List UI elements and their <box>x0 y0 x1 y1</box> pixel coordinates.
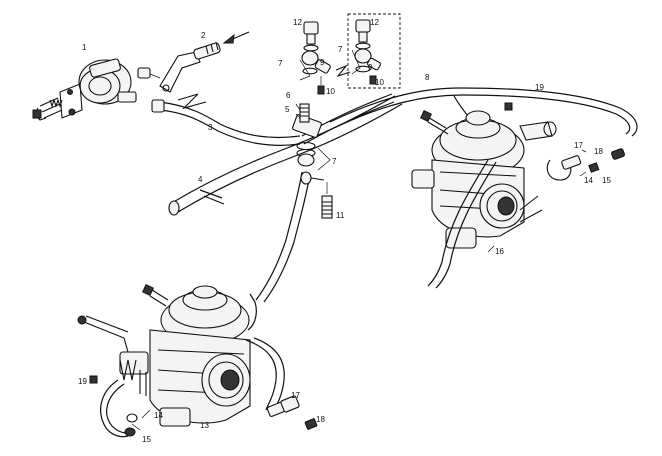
callout-17-front: 17 <box>291 391 300 400</box>
callout-15-front: 15 <box>142 435 151 444</box>
callout-6: 6 <box>286 91 291 100</box>
callout-12-alt: 12 <box>370 18 379 27</box>
callout-4: 4 <box>198 175 203 184</box>
callout-12-upper: 12 <box>293 18 302 27</box>
rear-carb-fittings <box>504 102 625 181</box>
flow-arrow <box>222 31 250 44</box>
break-symbol <box>335 64 351 78</box>
banjo-union-alternative <box>347 13 401 89</box>
front-carb-fittings <box>89 375 318 437</box>
callout-10-upper: 10 <box>326 87 335 96</box>
hose-8 <box>247 87 638 331</box>
callout-7-alt: 7 <box>338 45 343 54</box>
callout-10-alt: 10 <box>375 78 384 87</box>
rear-carburetor <box>411 110 557 289</box>
hose-to-front-carb <box>255 171 311 303</box>
callout-labels: 1 2 3 4 5 6 7 7 7 8 9 9 10 10 11 12 12 1… <box>78 18 611 444</box>
callout-7-lower: 7 <box>332 157 337 166</box>
callout-7-upper: 7 <box>278 59 283 68</box>
callout-18-rear: 18 <box>594 147 603 156</box>
callout-9-upper: 9 <box>320 58 325 67</box>
callout-1: 1 <box>82 43 87 52</box>
callout-16: 16 <box>495 247 504 256</box>
callout-18-front: 18 <box>316 415 325 424</box>
callout-15-rear: 15 <box>602 176 611 185</box>
bracket-fitting <box>149 41 221 93</box>
front-carburetor <box>77 284 285 438</box>
banjo-union-upper <box>299 21 331 95</box>
fuel-pump <box>32 58 151 121</box>
callout-3: 3 <box>208 123 213 132</box>
callout-5: 5 <box>285 105 290 114</box>
callout-13: 13 <box>200 421 209 430</box>
break-symbol <box>177 93 207 110</box>
callout-17-rear: 17 <box>574 141 583 150</box>
callout-8: 8 <box>425 73 430 82</box>
callout-14-rear: 14 <box>584 176 593 185</box>
callout-19-front: 19 <box>78 377 87 386</box>
callout-11: 11 <box>336 211 345 220</box>
callout-9-alt: 9 <box>368 63 373 72</box>
callout-14-front: 14 <box>154 411 163 420</box>
banjo-junction <box>292 103 333 219</box>
hose-3 <box>151 99 301 146</box>
callout-2: 2 <box>201 31 206 40</box>
callout-19-rear: 19 <box>535 83 544 92</box>
